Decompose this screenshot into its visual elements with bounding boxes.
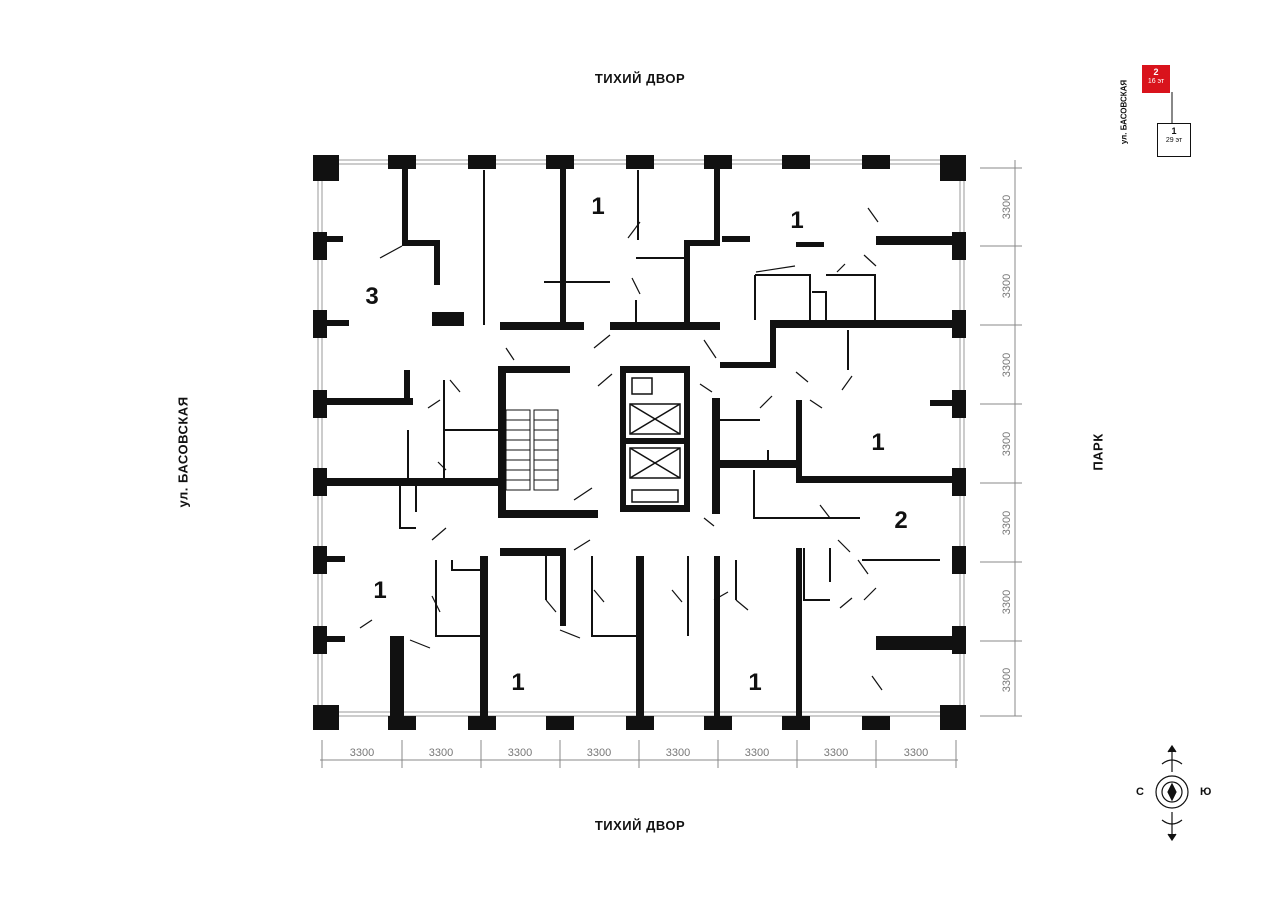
interior-walls — [327, 165, 956, 716]
dimension-label: 3300 — [1001, 668, 1013, 692]
dimension-label: 3300 — [1001, 432, 1013, 456]
dimension-label: 3300 — [508, 747, 532, 759]
staircase — [505, 409, 559, 491]
apartment-label: 1 — [790, 207, 803, 234]
dimension-label: 3300 — [350, 747, 374, 759]
section-floors: 29 эт — [1165, 137, 1183, 144]
partition-lines — [399, 170, 940, 637]
dimension-label: 3300 — [1001, 274, 1013, 298]
apartment-label: 1 — [373, 577, 386, 604]
apartment-label: 1 — [748, 669, 761, 696]
apartment-label: 1 — [591, 193, 604, 220]
structural-columns — [313, 155, 966, 730]
dimension-label: 3300 — [587, 747, 611, 759]
dimension-label: 3300 — [1001, 195, 1013, 219]
dimension-label: 3300 — [904, 747, 928, 759]
dimension-label: 3300 — [429, 747, 453, 759]
bottom-dimensions: 3300 3300 3300 3300 3300 3300 3300 3300 — [320, 740, 958, 768]
dimension-label: 3300 — [1001, 353, 1013, 377]
apartment-label: 1 — [871, 429, 884, 456]
top-side-label: ТИХИЙ ДВОР — [594, 71, 686, 86]
elevators — [629, 377, 681, 503]
compass-right-letter: Ю — [1200, 786, 1212, 798]
section-floors: 16 эт — [1147, 78, 1165, 85]
minimap-street-label: ул. БАСОВСКАЯ — [1119, 79, 1129, 145]
bottom-side-label: ТИХИЙ ДВОР — [594, 818, 686, 833]
minimap-section-1: 1 29 эт — [1157, 123, 1191, 157]
compass-left-letter: С — [1136, 786, 1144, 798]
right-dimensions: 3300 3300 3300 3300 3300 3300 3300 — [980, 160, 1022, 717]
dimension-label: 3300 — [745, 747, 769, 759]
apartment-label: 2 — [894, 507, 907, 534]
apartment-labels: 3 1 1 1 2 1 1 1 — [365, 193, 907, 696]
door-swings — [359, 207, 883, 691]
section-number: 1 — [1171, 126, 1177, 136]
compass-icon — [1155, 744, 1189, 842]
apartment-label: 1 — [511, 669, 524, 696]
dimension-label: 3300 — [666, 747, 690, 759]
apartment-label: 3 — [365, 283, 378, 310]
dimension-label: 3300 — [1001, 511, 1013, 535]
minimap-section-2: 2 16 эт — [1142, 65, 1170, 93]
dimension-label: 3300 — [824, 747, 848, 759]
section-number: 2 — [1153, 67, 1159, 77]
dimension-label: 3300 — [1001, 590, 1013, 614]
